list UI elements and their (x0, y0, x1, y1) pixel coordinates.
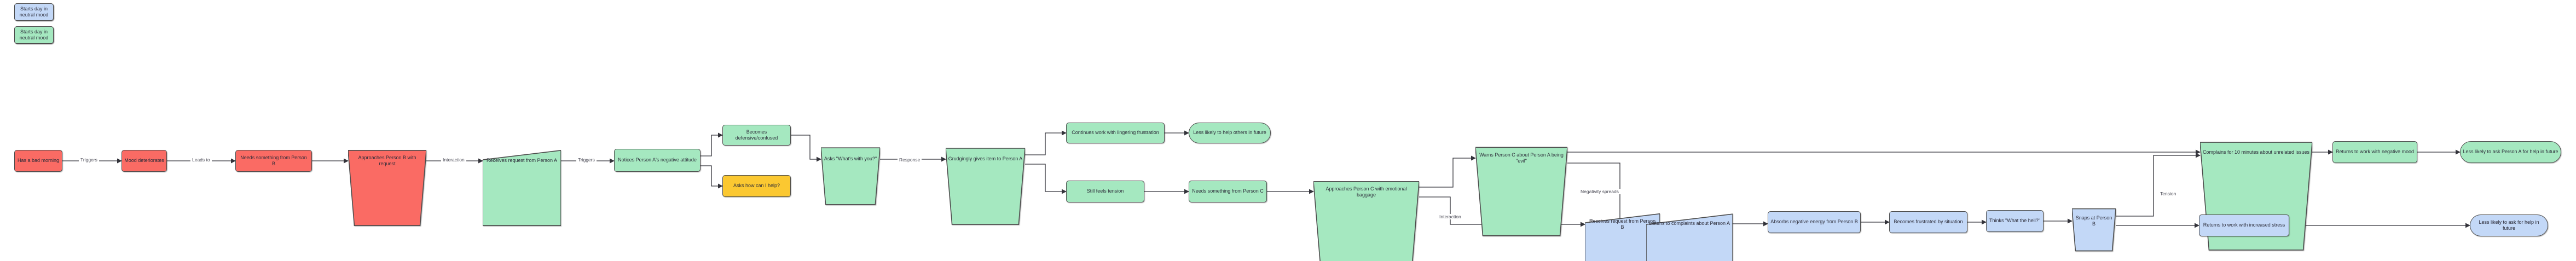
node-shape (946, 147, 1025, 226)
flow-node[interactable]: Has a bad morning (14, 150, 62, 172)
flow-node[interactable]: Still feels tension (1066, 181, 1144, 202)
flow-node-label: Has a bad morning (17, 158, 60, 164)
flow-node[interactable]: Needs something from Person B (235, 150, 312, 172)
node-shape (348, 149, 426, 227)
flow-node-label: Becomes frustrated by situation (1894, 219, 1963, 225)
flow-node[interactable]: Becomes frustrated by situation (1889, 211, 1967, 233)
flow-node[interactable]: Approaches Person B with request (348, 149, 426, 173)
edge-label: Triggers (79, 157, 99, 163)
flow-node[interactable]: Needs something from Person C (1189, 181, 1267, 202)
node-shape (1646, 212, 1733, 261)
flow-node[interactable]: Receives request from Person A (483, 149, 561, 173)
flow-node-label: Absorbs negative energy from Person B (1770, 219, 1858, 225)
flow-node[interactable]: Absorbs negative energy from Person B (1768, 211, 1861, 233)
flow-node[interactable]: Thinks "What the hell?" (1986, 210, 2044, 232)
edge-label: Tension (2158, 191, 2178, 196)
flow-node[interactable]: Warns Person C about Person A being "evi… (1475, 146, 1567, 171)
edge-label: Triggers (576, 157, 597, 163)
flow-edge (2116, 153, 2201, 217)
edge-label: Interaction (441, 157, 466, 163)
flow-node-label: Asks how can I help? (733, 183, 780, 189)
node-shape (821, 147, 880, 206)
flow-node[interactable]: Notices Person A's negative attitude (614, 149, 701, 172)
legend-label: Starts day in neutral mood (19, 28, 49, 40)
flow-node-label: Returns to work with negative mood (2335, 149, 2415, 155)
flow-node-label: Mood deteriorates (124, 158, 164, 164)
edge-label: Response (898, 157, 922, 163)
flow-edge (701, 132, 723, 156)
flow-node[interactable]: Snaps at Person B (2072, 208, 2116, 234)
edge-label: Negativity spreads (1579, 189, 1620, 194)
flow-edge (701, 165, 723, 189)
flow-node[interactable]: Listens to complaints about Person A (1646, 212, 1733, 261)
flow-node[interactable]: Continues work with lingering frustratio… (1066, 123, 1165, 143)
flow-node-label: Returns to work with increased stress (2203, 222, 2285, 228)
flow-node-label: Less likely to ask for help in future (2479, 219, 2539, 231)
flow-node[interactable]: Mood deteriorates (121, 150, 167, 172)
edge-label: Interaction (1438, 214, 1463, 219)
flow-node[interactable]: Returns to work with increased stress (2199, 214, 2289, 236)
flow-node[interactable]: Returns to work with negative mood (2332, 141, 2417, 163)
flow-node-label: Notices Person A's negative attitude (618, 157, 697, 163)
flow-node-label: Needs something from Person B (240, 154, 307, 166)
flow-node-label: Less likely to help others in future (1193, 130, 1266, 136)
flow-node[interactable]: Less likely to ask Person A for help in … (2460, 141, 2561, 163)
flow-node-label: Needs something from Person C (1192, 188, 1264, 194)
node-shape (1585, 212, 1660, 261)
flow-node[interactable]: Less likely to help others in future (1189, 123, 1271, 143)
flow-edge (1025, 164, 1067, 194)
flow-node-label: Continues work with lingering frustratio… (1072, 130, 1159, 136)
flow-node[interactable]: Asks "What's with you?" (821, 147, 880, 172)
legend-swatch: Starts day in neutral mood (14, 26, 54, 44)
flow-node-label: Still feels tension (1086, 188, 1124, 194)
flow-node[interactable]: Grudgingly gives item to Person A (946, 147, 1025, 172)
flow-edge (1419, 155, 1476, 188)
node-shape (2072, 208, 2116, 252)
legend-swatch: Starts day in neutral mood (14, 3, 54, 21)
node-shape (1313, 179, 1419, 261)
flow-node-label: Thinks "What the hell?" (1989, 218, 2040, 224)
flow-edge (1025, 130, 1067, 155)
node-shape (1475, 146, 1567, 237)
edge-label: Leads to (190, 157, 212, 163)
node-shape (483, 149, 561, 227)
flow-node[interactable]: Less likely to ask for help in future (2470, 214, 2548, 236)
legend-label: Starts day in neutral mood (19, 5, 49, 18)
flow-node[interactable]: Becomes defensive/confused (722, 125, 791, 146)
flow-node-label: Less likely to ask Person A for help in … (2463, 149, 2558, 155)
flow-node-label: Becomes defensive/confused (735, 129, 778, 141)
flow-node[interactable]: Asks how can I help? (722, 175, 791, 197)
flow-node[interactable]: Complains for 10 minutes about unrelated… (2200, 140, 2312, 165)
flow-node[interactable]: Approaches Person C with emotional bagga… (1313, 179, 1419, 261)
flow-edge (791, 135, 821, 162)
